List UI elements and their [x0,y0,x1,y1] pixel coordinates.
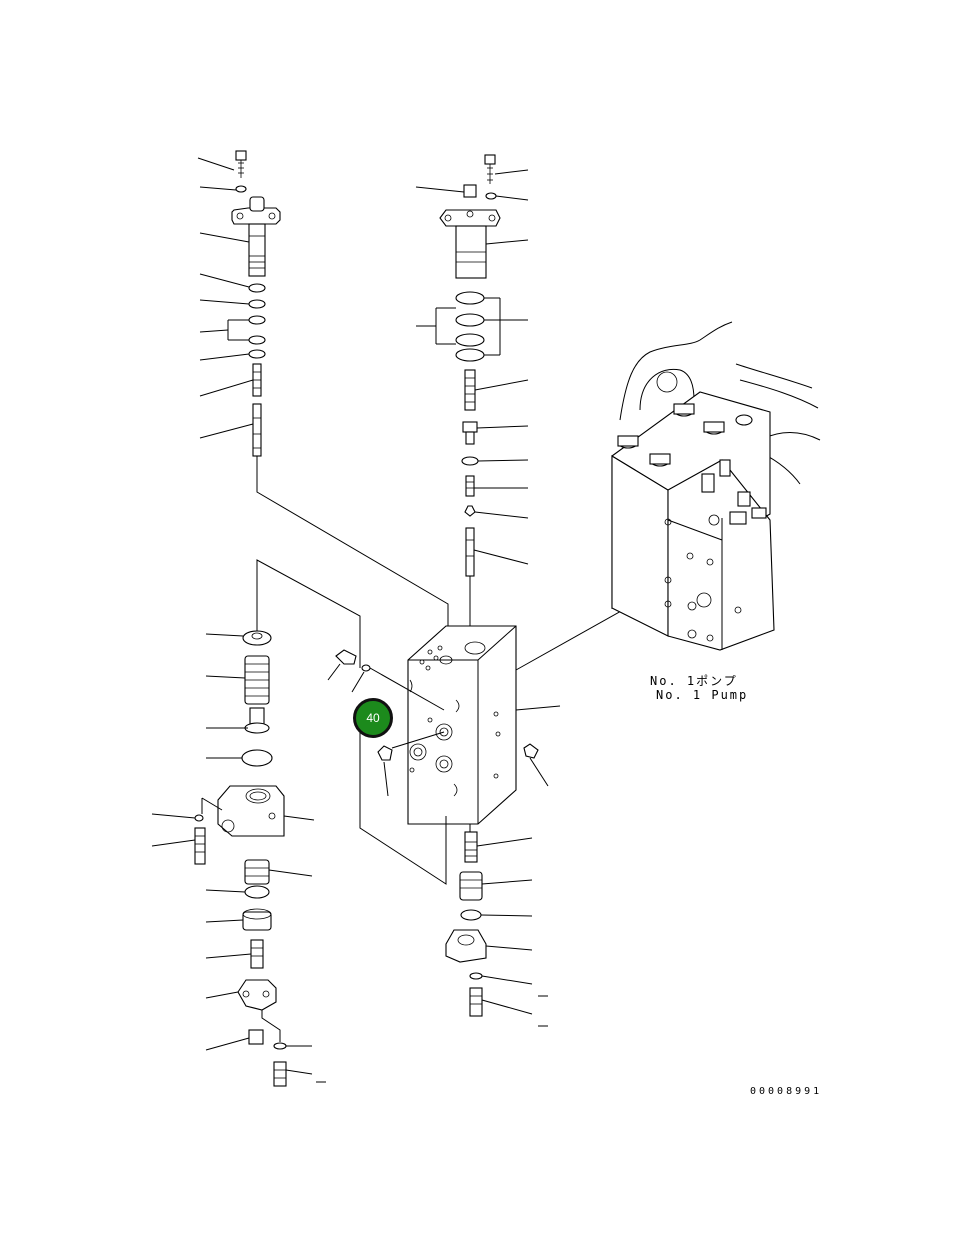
bolt [235,150,247,178]
plug [523,743,549,787]
o-ring [248,335,266,345]
spring [244,655,270,705]
pump-label: No. 1ポンプ No. 1 Pump [650,674,748,702]
center-lower-stack [445,824,533,1017]
o-ring [361,664,371,672]
flange [445,929,487,963]
poppet [244,707,270,734]
o-ring [455,348,485,362]
washer [194,814,204,822]
spring [465,475,475,497]
center-upper-stack [415,154,529,630]
nut [248,1029,264,1045]
cap-bolt [673,403,695,417]
cap [242,908,272,931]
backup-ring [248,299,266,309]
flange-cap [439,209,501,279]
bolt [273,1061,287,1087]
spool [465,527,475,577]
nut [463,184,477,198]
bolt [484,154,496,184]
plug [377,745,393,797]
plug [244,859,270,885]
bolt [194,827,206,865]
spring [250,939,264,969]
spool [252,403,262,457]
o-ring [248,283,266,293]
pump-label-japanese: No. 1ポンプ [650,674,738,688]
plug [327,649,357,681]
seat-cap [242,630,272,646]
o-ring [241,749,273,767]
washer [469,972,483,980]
housing [217,785,285,837]
washer [485,192,497,200]
piston [462,421,478,445]
left-upper-stack [197,150,449,630]
callout-number: 40 [366,711,380,725]
flange-plunger [231,196,281,277]
washer [235,185,247,193]
o-ring [455,291,485,305]
plug [459,871,483,901]
cover [237,979,277,1011]
o-ring [248,315,266,325]
o-ring [460,909,482,921]
cap-bolt [649,453,671,467]
spring [464,369,476,411]
seat [464,505,476,517]
drawing-number: 00008991 [750,1086,823,1097]
pump-label-english: No. 1 Pump [656,688,749,702]
cap-bolt [617,435,639,449]
backup-ring [248,349,266,359]
o-ring [455,333,485,347]
cap-bolt [703,421,725,435]
cap-bolt [735,414,753,426]
washer [273,1042,287,1050]
o-ring [461,456,479,466]
o-ring [244,885,270,899]
callout-badge-40[interactable]: 40 [353,698,393,738]
o-ring [455,313,485,327]
left-lower-stack [151,559,447,1087]
spring [252,363,262,397]
pump-assembly [611,321,821,651]
spring [464,831,478,863]
bolt [469,987,483,1017]
